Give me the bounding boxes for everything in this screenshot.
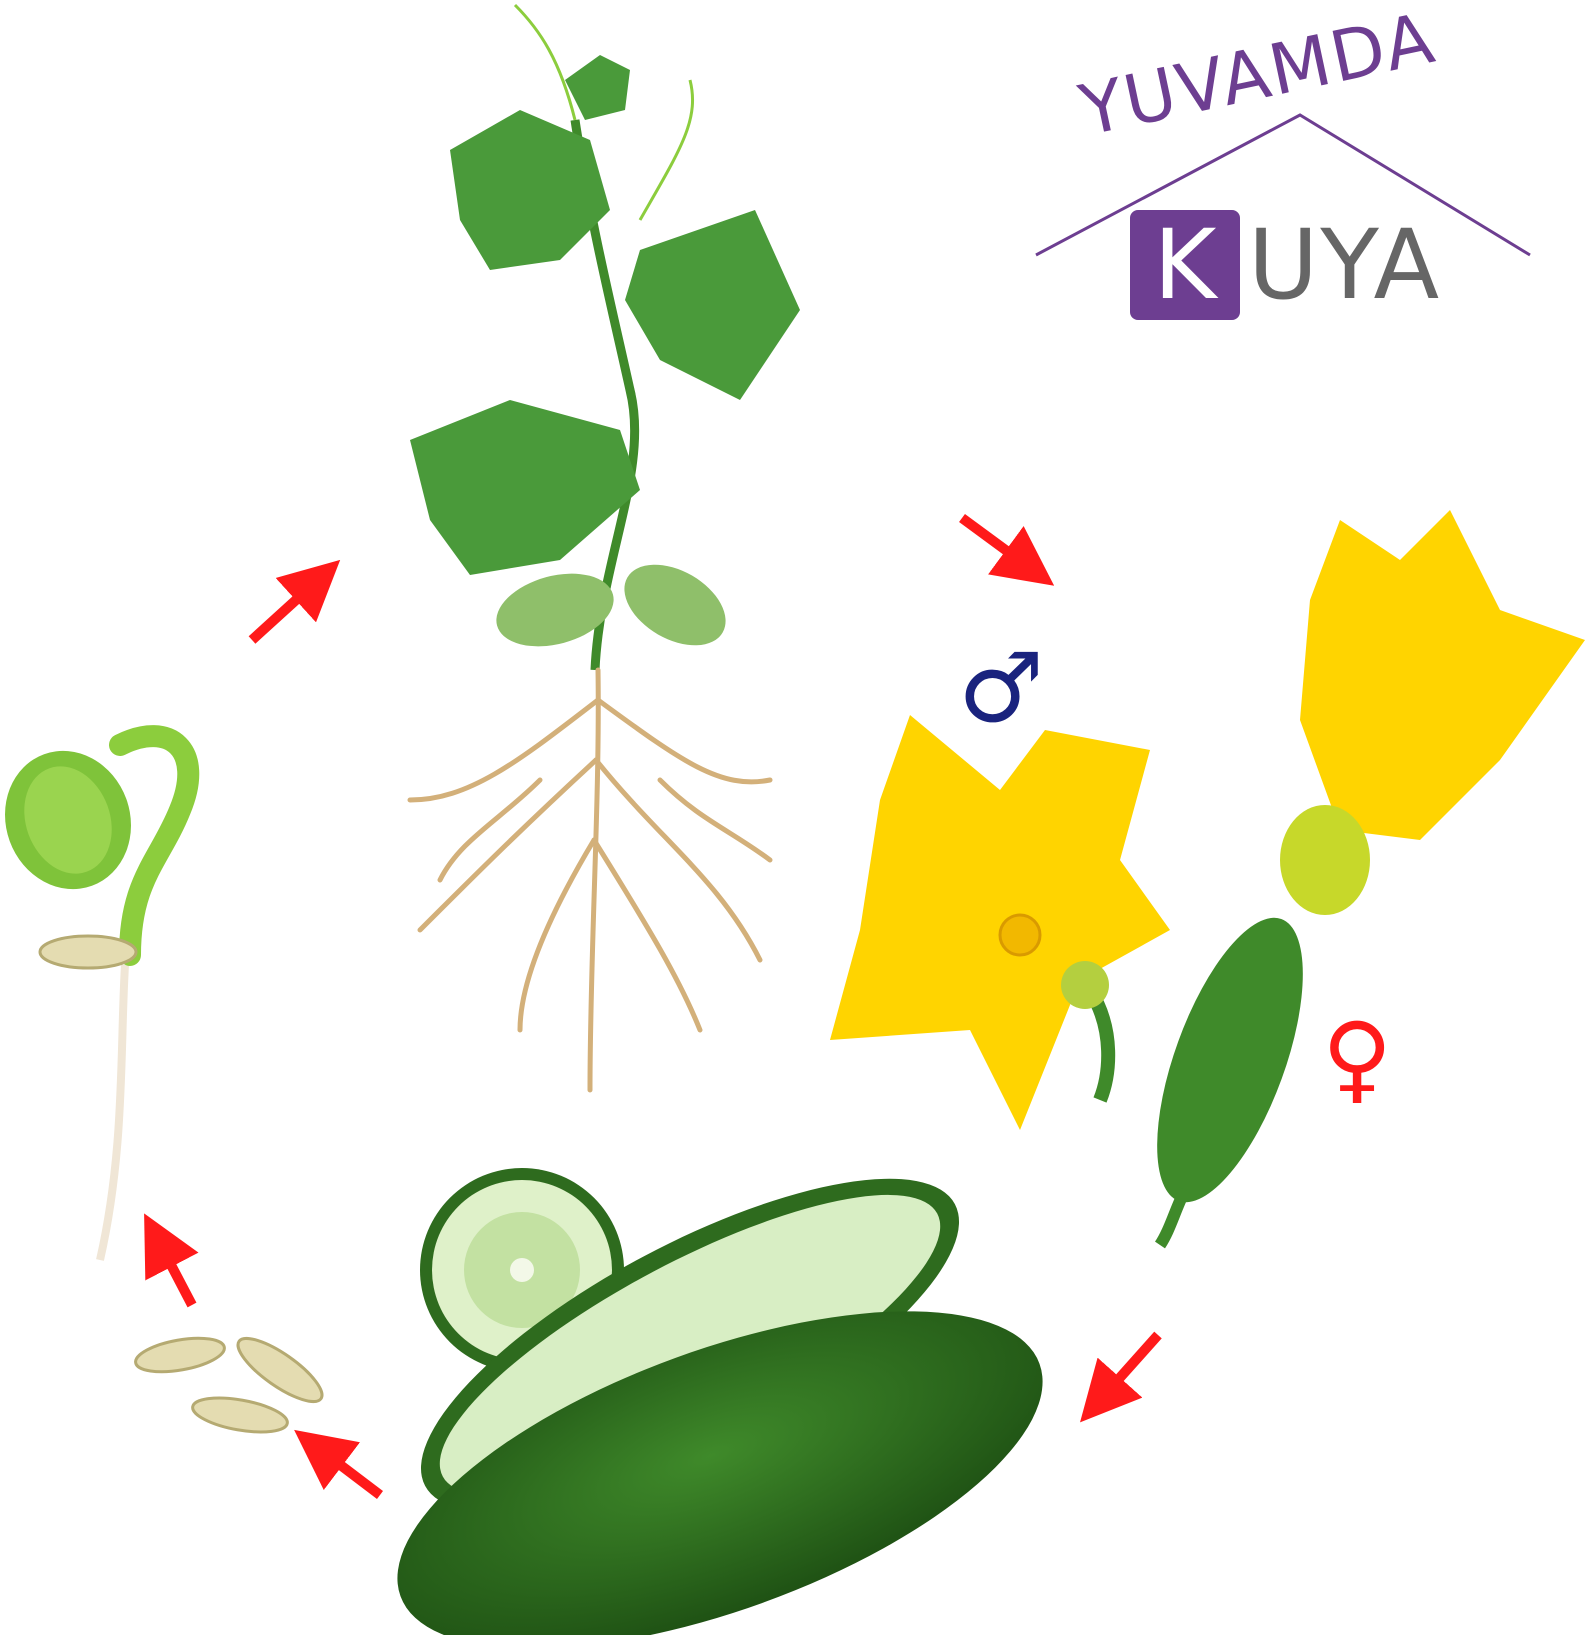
- seeds-illustration: [133, 1328, 330, 1438]
- logo-initial: K: [1130, 210, 1240, 320]
- plant-illustration: [410, 5, 800, 1090]
- arrow-sprout-to-plant: [252, 580, 318, 640]
- female-symbol: ♀: [1322, 1010, 1392, 1106]
- arrow-seeds-to-sprout: [158, 1240, 192, 1305]
- arrow-flowers-to-cucumber: [1100, 1335, 1158, 1400]
- arrow-cucumber-to-seeds: [318, 1448, 380, 1495]
- logo-rest-text: UYA: [1248, 210, 1441, 320]
- male-flower-illustration: [830, 715, 1170, 1130]
- male-symbol: ♂: [958, 640, 1044, 736]
- brand-logo: YUVAMDA K UYA: [1030, 40, 1550, 330]
- female-flower-illustration: [1127, 510, 1585, 1245]
- arrow-plant-to-flowers: [962, 518, 1030, 568]
- seedling-illustration: [0, 733, 188, 1260]
